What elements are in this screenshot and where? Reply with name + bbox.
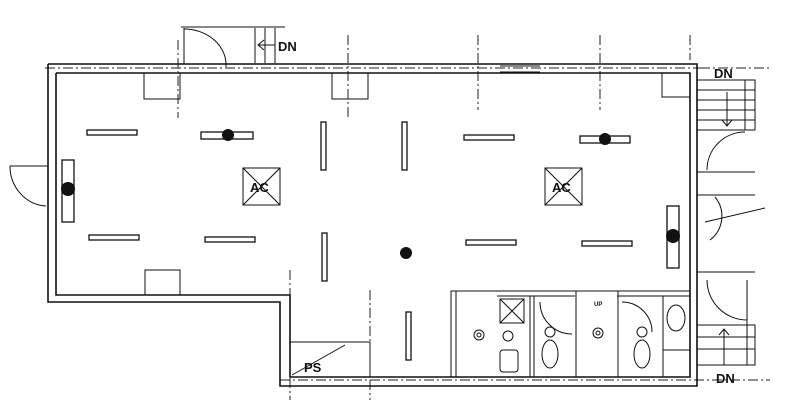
- right-doors[interactable]: [697, 129, 766, 365]
- dn-label-top: DN: [278, 39, 297, 54]
- up-label: UP: [594, 302, 602, 308]
- wall-fan: [666, 205, 680, 269]
- ceiling-fan: [200, 129, 254, 141]
- left-door[interactable]: [9, 165, 48, 207]
- ps-label: PS: [304, 360, 322, 375]
- dn-label-right-bottom: DN: [716, 371, 735, 386]
- ac-unit-right: [544, 167, 583, 206]
- ac-label-left: AC: [250, 180, 269, 195]
- dn-label-right-top: DN: [714, 66, 733, 81]
- columns: [143, 72, 691, 296]
- light-fixtures: [86, 121, 633, 361]
- right-stair-bottom[interactable]: [696, 324, 756, 366]
- ac-label-right: AC: [552, 180, 571, 195]
- right-stair-top[interactable]: [696, 79, 756, 131]
- wall-fan: [61, 159, 75, 223]
- ceiling-fan: [579, 133, 631, 145]
- restroom-block: [450, 290, 691, 378]
- ceiling-fan: [400, 247, 412, 259]
- ac-unit-left: [242, 167, 281, 206]
- ps-shaft: [289, 341, 371, 378]
- top-door[interactable]: [181, 26, 285, 68]
